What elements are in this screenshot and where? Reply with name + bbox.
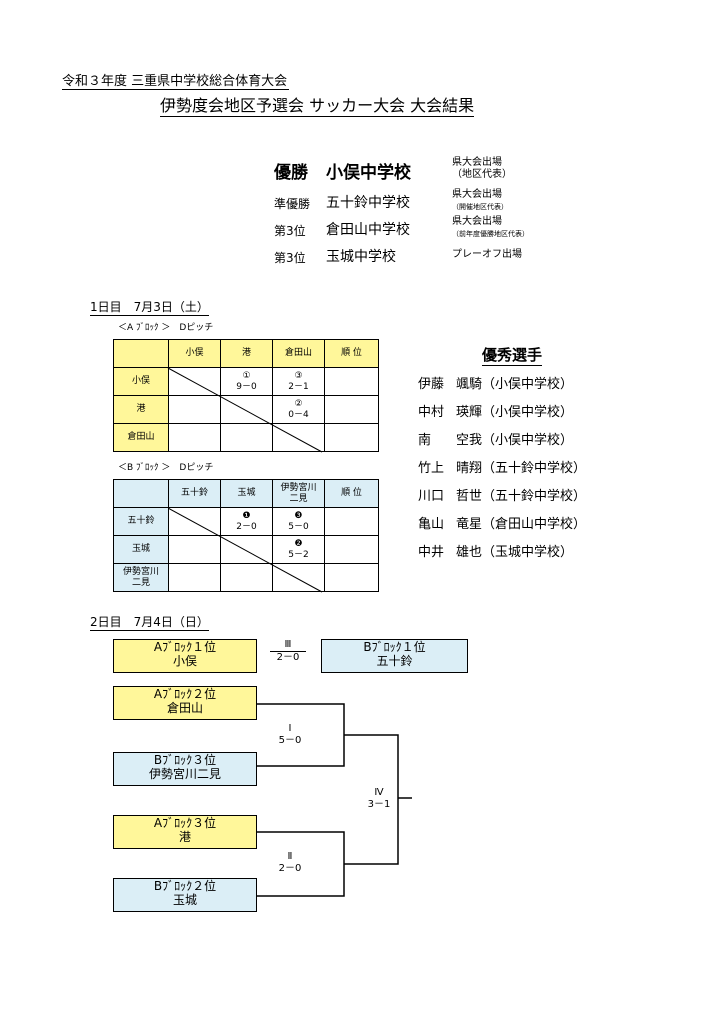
result-note: プレーオフ出場 <box>452 249 522 260</box>
empty-cell <box>168 423 221 452</box>
empty-cell <box>168 535 221 564</box>
result-note: 県大会出場 （前年度優勝地区代表） <box>452 216 529 240</box>
day2-title: 2日目 7月4日（日） <box>90 615 209 631</box>
result-rank: 優勝 <box>274 163 308 183</box>
col-header: 順 位 <box>324 479 379 508</box>
result-note-line1: 県大会出場 <box>452 157 502 168</box>
row-header: 小俣 <box>113 367 169 396</box>
empty-cell <box>220 423 273 452</box>
col-header: 五十鈴 <box>168 479 221 508</box>
empty-cell <box>168 563 221 592</box>
bracket-team-4: Bﾌﾞﾛｯｸ２位玉城 <box>113 878 257 912</box>
mvp-player: 中井雄也（玉城中学校） <box>418 545 574 560</box>
result-note-line2: （地区代表） <box>452 169 512 180</box>
result-note-line1: 県大会出場 <box>452 216 502 227</box>
row-header: 港 <box>113 395 169 424</box>
bracket-line-game4 <box>344 734 399 865</box>
blockA-label: ＜A ﾌﾞﾛｯｸ ＞ Dピッチ <box>118 323 214 333</box>
mvp-player: 亀山竜星（倉田山中学校） <box>418 517 587 532</box>
mvp-player: 中村瑛輝（小俣中学校） <box>418 405 574 420</box>
day1-title: 1日目 7月3日（土） <box>90 300 209 316</box>
mvp-list: 伊藤颯騎（小俣中学校） 中村瑛輝（小俣中学校） 南空我（小俣中学校） 竹上晴翔（… <box>418 373 586 569</box>
result-rank: 第3位 <box>274 251 306 265</box>
bracket-team-3: Aﾌﾞﾛｯｸ３位港 <box>113 815 257 849</box>
mvp-player: 川口哲世（五十鈴中学校） <box>418 489 587 504</box>
self-cell <box>272 423 325 452</box>
result-note-line2: （開催地区代表） <box>452 203 508 211</box>
col-header: 倉田山 <box>272 339 325 368</box>
playoff-team-left: Aﾌﾞﾛｯｸ１位小俣 <box>113 639 257 673</box>
result-school: 倉田山中学校 <box>326 222 410 238</box>
col-header: 小俣 <box>168 339 221 368</box>
bracket-team-2: Bﾌﾞﾛｯｸ３位伊勢宮川二見 <box>113 752 257 786</box>
tournament-subtitle: 令和３年度 三重県中学校総合体育大会 <box>62 70 290 90</box>
result-note-line1: 県大会出場 <box>452 189 502 200</box>
rank-cell <box>324 423 379 452</box>
mvp-player: 竹上晴翔（五十鈴中学校） <box>418 461 587 476</box>
corner-cell <box>113 479 169 508</box>
playoff-score: Ⅲ 2－0 <box>270 639 306 664</box>
result-school: 小俣中学校 <box>326 163 411 183</box>
row-header: 伊勢宮川 二見 <box>113 563 169 592</box>
result-rank: 準優勝 <box>274 197 311 211</box>
row-header: 五十鈴 <box>113 507 169 536</box>
mvp-player: 伊藤颯騎（小俣中学校） <box>418 377 574 392</box>
corner-cell <box>113 339 169 368</box>
page-title: 伊勢度会地区予選会 サッカー大会 大会結果 <box>160 92 475 117</box>
blockB-label: ＜B ﾌﾞﾛｯｸ ＞ Dピッチ <box>118 463 214 473</box>
result-note-line2: （前年度優勝地区代表） <box>452 230 529 238</box>
mvp-title: 優秀選手 <box>482 346 543 366</box>
row-header: 玉城 <box>113 535 169 564</box>
mvp-player: 南空我（小俣中学校） <box>418 433 574 448</box>
result-school: 五十鈴中学校 <box>326 195 410 211</box>
result-rank: 第3位 <box>274 224 306 238</box>
empty-cell <box>220 563 273 592</box>
result-school: 玉城中学校 <box>326 249 396 265</box>
col-header: 玉城 <box>220 479 273 508</box>
result-note: 県大会出場 （地区代表） <box>452 157 512 181</box>
rank-cell <box>324 563 379 592</box>
result-note: 県大会出場 （開催地区代表） <box>452 189 508 213</box>
rank-cell <box>324 535 379 564</box>
blockA-diagonal <box>167 367 323 453</box>
bracket-team-1: Aﾌﾞﾛｯｸ２位倉田山 <box>113 686 257 720</box>
playoff-team-right: Bﾌﾞﾛｯｸ１位五十鈴 <box>321 639 468 673</box>
col-header: 伊勢宮川 二見 <box>272 479 325 508</box>
rank-cell <box>324 507 379 536</box>
row-header: 倉田山 <box>113 423 169 452</box>
